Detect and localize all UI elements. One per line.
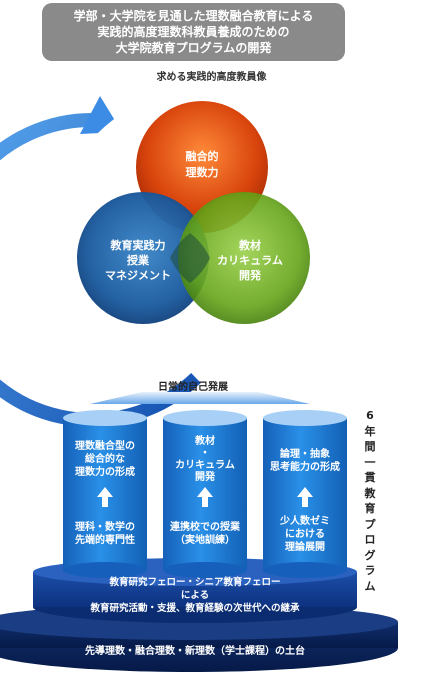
base-band-text: 先導理数・融合理数・新理数（学士課程）の土台 (85, 646, 305, 657)
up-arrow-icon (97, 487, 113, 507)
page-title: 学部・大学院を見通した理数融合教育による 実践的高度理数科教員養成のための 大学… (42, 3, 345, 61)
circle-left-line-2: 授業 (127, 254, 149, 267)
pillar-1-bottom-line-1: 理科・数学の (75, 522, 135, 533)
circle-top-label: 融合的 理数力 (162, 149, 242, 181)
middle-band-line-1: 教育研究フェロー・シニア教育フェロー (109, 577, 281, 588)
circle-left-label: 教育実践力 授業 マネジメント (98, 238, 178, 283)
pillar-1-bottom-text: 理科・数学の 先端的専門性 (63, 521, 147, 547)
circle-right-line-2: カリキュラム (217, 254, 283, 267)
circle-top-line-2: 理数力 (185, 166, 219, 179)
pillar-1-top-line-1: 理数融合型の (75, 441, 135, 452)
pillar-2-top-line-3: カリキュラム (175, 460, 235, 471)
subtitle: 求める実践的高度教員像 (156, 72, 267, 83)
pillar-2-bottom-text: 連携校での授業 （実地訓練） (163, 521, 247, 547)
circle-left-line-1: 教育実践力 (110, 239, 166, 252)
middle-band-line-3: 教育研究活動・支援、教育経験の次世代への継承 (90, 603, 300, 614)
pillar-2-top-line-4: 開発 (195, 472, 215, 483)
venn-diagram (77, 101, 310, 324)
pillar-3-bottom-line-3: 理論展開 (285, 542, 325, 553)
circle-right-line-1: 教材 (239, 239, 261, 252)
title-line-1: 学部・大学院を見通した理数融合教育による (73, 9, 314, 23)
middle-band-text: 教育研究フェロー・シニア教育フェロー による 教育研究活動・支援、教育経験の次世… (33, 576, 357, 615)
pillar-3-top-line-1: 論理・抽象 (280, 449, 330, 460)
circle-teaching-practice (77, 192, 209, 324)
pillar-3-top-text: 論理・抽象 思考能力の形成 (263, 448, 347, 474)
pillar-2-bottom-line-2: （実地訓練） (175, 535, 235, 546)
up-arrow-icon (297, 487, 313, 507)
pillar-1-top-line-2: 総合的な (85, 454, 125, 465)
pillar-3-bottom-text: 少人数ゼミ における 理論展開 (263, 515, 347, 554)
pillar-2-bottom-line-1: 連携校での授業 (170, 522, 240, 533)
pillar-1-top-text: 理数融合型の 総合的な 理数力の形成 (63, 440, 147, 479)
circle-right-line-3: 開発 (239, 269, 261, 282)
pillar-2-top-text: 教材 ・ カリキュラム 開発 (163, 436, 247, 484)
pillar-2-top-line-2: ・ (200, 448, 210, 459)
vertical-program-label: 6年間一貫教育プログラム (364, 409, 376, 593)
pillar-1-top-line-3: 理数力の形成 (75, 467, 135, 478)
circle-curriculum-development (178, 192, 310, 324)
pillar-1-bottom-line-2: 先端的専門性 (75, 535, 135, 546)
pillar-3-bottom-line-2: における (285, 529, 325, 540)
pillar-3-top-line-2: 思考能力の形成 (270, 462, 340, 473)
middle-band-line-2: による (180, 590, 210, 601)
cycle-label: 日常的自己発展 (158, 382, 228, 393)
title-line-3: 大学院教育プログラムの開発 (115, 41, 272, 55)
circle-left-line-3: マネジメント (105, 269, 171, 282)
pillar-3-bottom-line-1: 少人数ゼミ (280, 516, 330, 527)
up-arrow-icon (197, 487, 213, 507)
circle-top-line-1: 融合的 (185, 150, 219, 163)
upward-band (90, 392, 310, 404)
title-line-2: 実践的高度理数科教員養成のための (97, 25, 290, 39)
circle-right-label: 教材 カリキュラム 開発 (208, 238, 292, 283)
pillar-2-top-line-1: 教材 (195, 436, 215, 447)
